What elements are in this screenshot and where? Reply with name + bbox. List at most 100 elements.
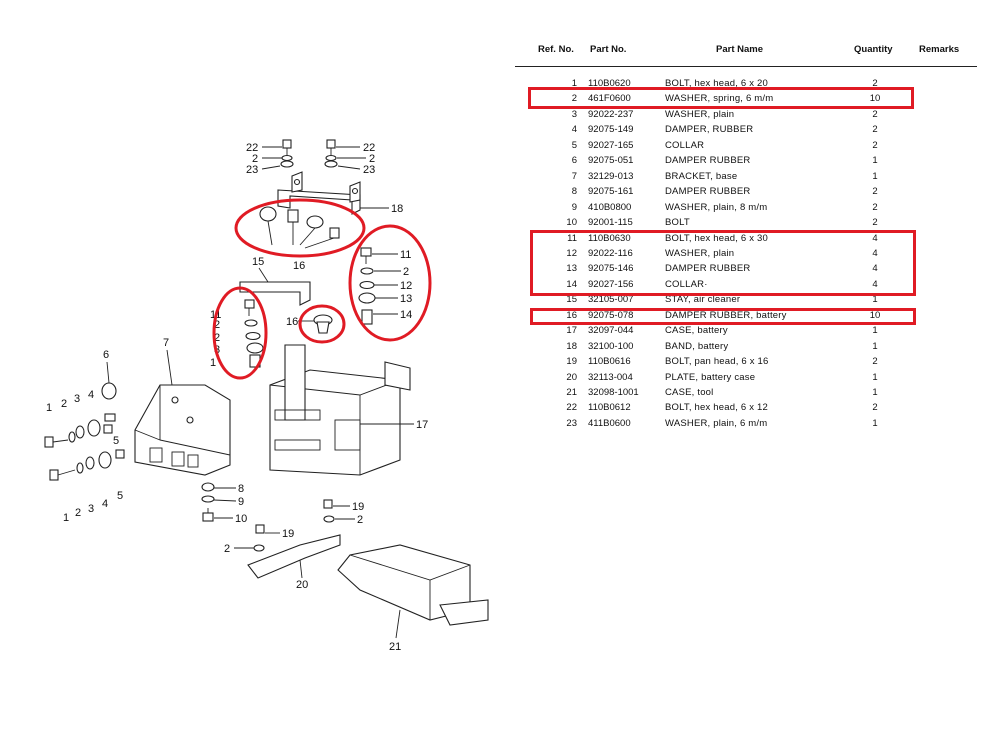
part-name-cell: PLATE, battery case (665, 371, 756, 383)
part-name-cell: DAMPER RUBBER, battery (665, 309, 787, 321)
ref-no-cell: 17 (566, 325, 577, 337)
highlight-circle-left (212, 286, 268, 380)
callout: 20 (296, 579, 308, 591)
callout: 14 (400, 309, 412, 321)
bottom-fasteners (201, 482, 215, 522)
part-name-cell: DAMPER RUBBER (665, 186, 751, 198)
part-no-cell: 410B0800 (588, 201, 632, 213)
ref-no-cell: 19 (566, 356, 577, 368)
quantity-cell: 4 (872, 278, 878, 290)
part-no-cell: 110B0620 (588, 78, 631, 89)
quantity-cell: 4 (872, 263, 878, 275)
quantity-cell: 2 (872, 217, 878, 229)
ref-no-cell: 12 (566, 247, 577, 259)
top-fasteners (280, 139, 338, 168)
right-mount-stack (358, 247, 376, 325)
part-name-cell: COLLAR (665, 139, 705, 151)
battery-band (277, 171, 361, 215)
tool-case (337, 544, 489, 626)
part-no-cell: 32105-007 (588, 294, 634, 306)
quantity-cell: 1 (872, 417, 878, 429)
highlight-circle-top (234, 198, 366, 258)
callout: 4 (102, 498, 108, 510)
part-name-cell: BOLT (665, 217, 690, 229)
part-no-cell: 32098-1001 (588, 387, 639, 398)
callout: 2 (252, 153, 258, 165)
quantity-cell: 2 (872, 108, 878, 120)
callout: 23 (363, 164, 375, 176)
callout: 13 (400, 293, 412, 305)
quantity-cell: 1 (872, 294, 878, 306)
callout: 2 (403, 266, 409, 278)
ref-no-cell: 20 (566, 371, 577, 383)
callout: 19 (282, 528, 294, 540)
callout: 16 (286, 316, 298, 328)
highlight-box-rows-11-14 (530, 230, 916, 296)
callout: 10 (235, 513, 247, 525)
ref-no-cell: 2 (571, 93, 577, 105)
ref-no-cell: 1 (571, 78, 577, 89)
callout: 5 (117, 490, 123, 502)
part-no-cell: 92022-116 (588, 247, 633, 259)
quantity-cell: 2 (872, 356, 878, 368)
part-name-cell: CASE, battery (665, 325, 728, 337)
callout: 5 (113, 435, 119, 447)
callout: 22 (246, 142, 258, 154)
ref-no-cell: 21 (566, 387, 577, 398)
part-name-cell: WASHER, spring, 6 m/m (665, 93, 774, 105)
callout: 15 (252, 256, 264, 268)
part-no-cell: 92075-149 (588, 124, 634, 136)
part-name-cell: BOLT, pan head, 6 x 16 (665, 356, 769, 368)
ref-no-cell: 6 (571, 155, 577, 167)
ref-no-cell: 4 (571, 124, 577, 136)
callout: 22 (363, 142, 375, 154)
highlight-box-row-16 (530, 308, 916, 325)
part-name-cell: WASHER, plain (665, 247, 735, 259)
part-name-cell: COLLAR· (665, 278, 708, 290)
part-no-cell: 92075-161 (588, 186, 634, 198)
callout: 18 (391, 203, 403, 215)
part-name-cell: DAMPER RUBBER (665, 155, 751, 167)
ref-no-cell: 22 (566, 402, 577, 414)
quantity-cell: 2 (872, 186, 878, 198)
part-name-cell: WASHER, plain, 8 m/m (665, 201, 768, 213)
part-no-cell: 92027-165 (588, 139, 634, 151)
quantity-cell: 2 (872, 201, 878, 213)
callout: 23 (246, 164, 258, 176)
ref-no-cell: 11 (567, 232, 577, 244)
callout: 2 (61, 398, 67, 410)
part-name-cell: CASE, tool (665, 387, 714, 398)
callout: 1 (46, 402, 52, 414)
quantity-cell: 10 (869, 93, 881, 105)
header-ref-no: Ref. No. (538, 44, 574, 55)
quantity-cell: 4 (872, 232, 878, 244)
quantity-cell: 1 (872, 340, 878, 352)
ref-no-cell: 16 (566, 309, 577, 321)
part-no-cell: 92075-078 (588, 309, 634, 321)
callout: 19 (352, 501, 364, 513)
part-name-cell: BOLT, hex head, 6 x 30 (665, 232, 768, 244)
callout: 3 (88, 503, 94, 515)
ref-no-cell: 14 (566, 278, 577, 290)
header-part-name: Part Name (716, 44, 763, 55)
quantity-cell: 4 (872, 247, 878, 259)
callout: 11 (400, 249, 411, 261)
part-no-cell: 92075-146 (588, 263, 634, 275)
left-mount-stack (239, 281, 311, 368)
quantity-cell: 2 (872, 402, 878, 414)
